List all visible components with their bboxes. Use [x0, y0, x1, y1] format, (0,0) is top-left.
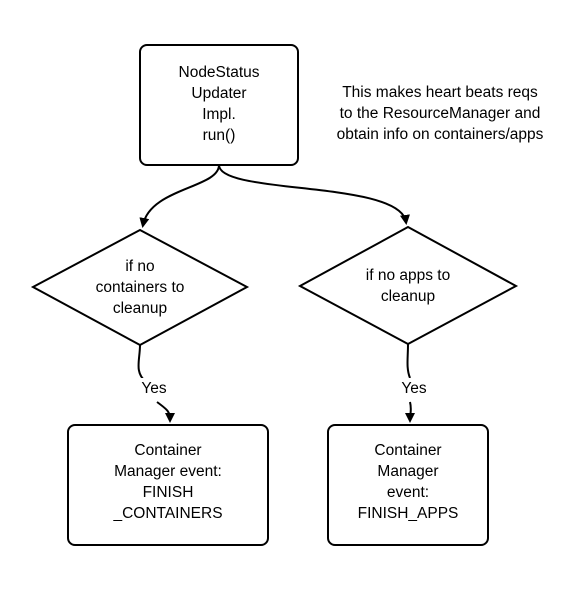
- updater-label: NodeStatus Updater Impl. run(): [140, 62, 298, 146]
- note-line-2: to the ResourceManager and: [339, 105, 541, 122]
- box-right-line-4: FINISH_APPS: [357, 505, 459, 522]
- edge-updater-to-left: [139, 164, 220, 228]
- decision-right-line-2: cleanup: [380, 288, 436, 305]
- box-left-label: Container Manager event: FINISH _CONTAIN…: [68, 440, 268, 524]
- box-right-line-2: Manager: [377, 463, 439, 480]
- updater-line-4: run(): [202, 127, 236, 144]
- edge-left-yes-label: Yes: [132, 378, 176, 399]
- box-left-line-4: _CONTAINERS: [113, 505, 223, 522]
- note-line-1: This makes heart beats reqs: [342, 84, 538, 101]
- edge-right-yes: [408, 343, 411, 420]
- decision-right-label: if no apps to cleanup: [338, 265, 478, 307]
- updater-line-2: Updater: [191, 85, 247, 102]
- edge-updater-to-right: [218, 164, 410, 225]
- decision-left-line-1: if no: [125, 258, 155, 275]
- edge-right-yes-label: Yes: [392, 378, 436, 399]
- decision-left-line-3: cleanup: [112, 300, 168, 317]
- note-line-3: obtain info on containers/apps: [336, 126, 544, 143]
- box-left-line-1: Container: [134, 442, 202, 459]
- box-right-line-3: event:: [386, 484, 430, 501]
- decision-left-line-2: containers to: [95, 279, 185, 296]
- box-right-label: Container Manager event: FINISH_APPS: [328, 440, 488, 524]
- decision-right-line-1: if no apps to: [365, 267, 451, 284]
- note-text: This makes heart beats reqs to the Resou…: [310, 82, 570, 145]
- updater-line-3: Impl.: [202, 106, 236, 123]
- box-left-line-2: Manager event:: [114, 463, 222, 480]
- box-right-line-1: Container: [374, 442, 442, 459]
- box-left-line-3: FINISH: [142, 484, 194, 501]
- decision-left-label: if no containers to cleanup: [70, 256, 210, 319]
- updater-line-1: NodeStatus: [178, 64, 260, 81]
